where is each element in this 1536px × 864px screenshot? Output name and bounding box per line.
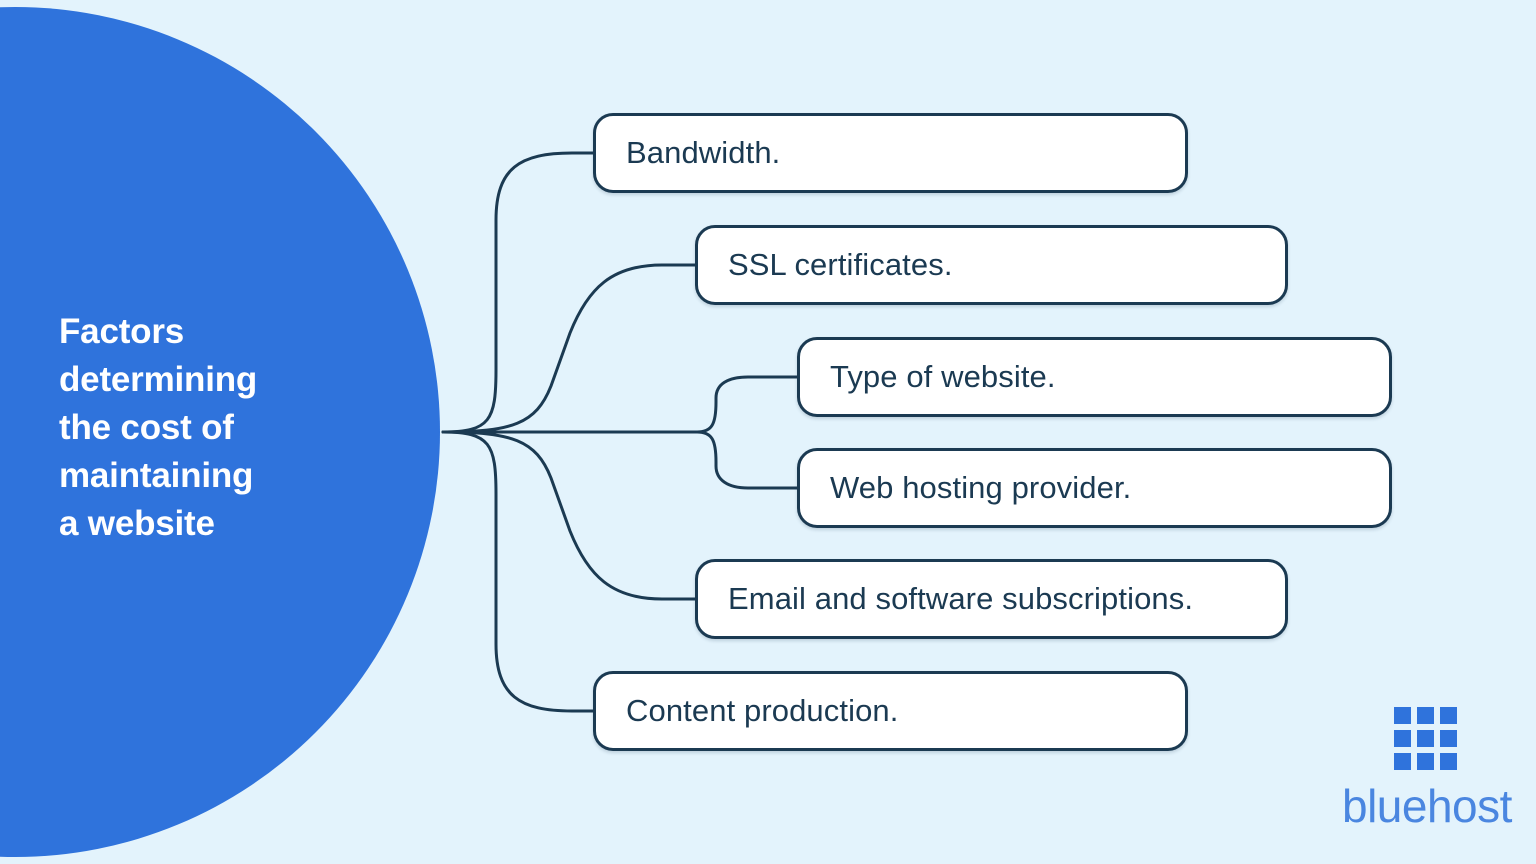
logo-cell	[1417, 753, 1434, 770]
node-label-subscriptions: Email and software subscriptions.	[728, 581, 1194, 616]
node-label-content: Content production.	[626, 693, 899, 728]
node-label-bandwidth: Bandwidth.	[626, 135, 781, 170]
node-box-type[interactable]: Type of website.	[797, 337, 1392, 417]
logo-cell	[1440, 753, 1457, 770]
node-box-content[interactable]: Content production.	[593, 671, 1188, 751]
node-box-ssl[interactable]: SSL certificates.	[695, 225, 1288, 305]
logo-cell	[1417, 707, 1434, 724]
bluehost-logo: bluehost	[1342, 707, 1514, 832]
node-label-ssl: SSL certificates.	[728, 247, 953, 282]
connector-type	[695, 375, 799, 434]
logo-wordmark: bluehost	[1342, 780, 1512, 832]
logo-cell	[1417, 730, 1434, 747]
connector-subscriptions	[441, 430, 697, 601]
logo-cell	[1440, 730, 1457, 747]
connector-bandwidth	[441, 151, 595, 434]
node-box-hosting[interactable]: Web hosting provider.	[797, 448, 1392, 528]
hub-title: Factors determining the cost of maintain…	[59, 312, 258, 543]
node-box-bandwidth[interactable]: Bandwidth.	[593, 113, 1188, 193]
node-label-type: Type of website.	[830, 359, 1056, 394]
node-label-hosting: Web hosting provider.	[830, 470, 1132, 505]
logo-cell	[1440, 707, 1457, 724]
connector-content	[441, 430, 595, 713]
connector-hosting	[695, 430, 799, 490]
logo-cell	[1394, 753, 1411, 770]
node-box-subscriptions[interactable]: Email and software subscriptions.	[695, 559, 1288, 639]
logo-grid-icon	[1394, 707, 1457, 770]
logo-cell	[1394, 730, 1411, 747]
logo-cell	[1394, 707, 1411, 724]
connector-ssl	[441, 263, 697, 434]
